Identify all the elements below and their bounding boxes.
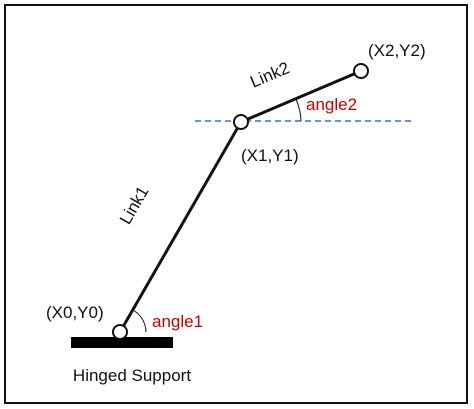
joint-1 [233, 114, 249, 130]
point0-label: (X0,Y0) [46, 303, 104, 322]
joint-2 [353, 63, 369, 79]
diagram-frame [4, 4, 468, 404]
angle2-arc [295, 98, 302, 122]
link1-bar [118, 121, 243, 333]
joint-0 [112, 324, 128, 340]
point2-label: (X2,Y2) [368, 41, 426, 60]
angle1-arc [132, 309, 147, 333]
angle1-label: angle1 [152, 312, 203, 331]
hinged-support-base [71, 337, 173, 348]
angle2-label: angle2 [306, 95, 357, 114]
link2-bar [240, 69, 362, 124]
point1-label: (X1,Y1) [241, 146, 299, 165]
link2-label: Link2 [247, 58, 292, 91]
support-label: Hinged Support [73, 366, 191, 385]
link1-label: Link1 [116, 183, 153, 228]
